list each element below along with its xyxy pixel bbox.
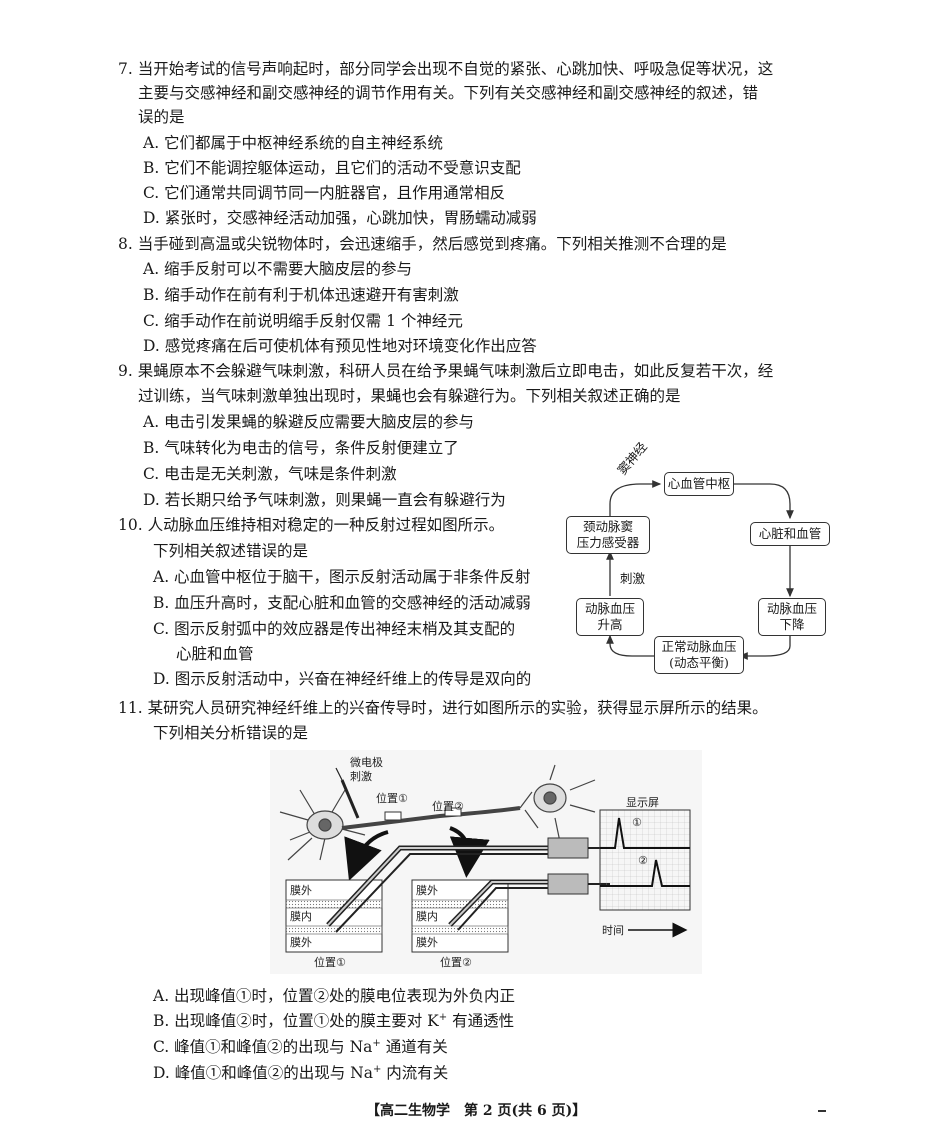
q9-stem-line-1: 9. 果蝇原本不会躲避气味刺激，科研人员在给予果蝇气味刺激后立即电击，如此反复若… bbox=[118, 362, 774, 380]
label-block1-outer-bottom: 膜外 bbox=[290, 936, 312, 949]
q7-option-b: B. 它们不能调控躯体运动，且它们的活动不受意识支配 bbox=[143, 159, 521, 177]
q11-option-c-text: C. 峰值①和峰值②的出现与 Na bbox=[153, 1038, 373, 1056]
label-peak-2: ② bbox=[638, 854, 648, 867]
q8-option-d: D. 感觉疼痛在后可使机体有预见性地对环境变化作出应答 bbox=[143, 337, 537, 355]
label-screen: 显示屏 bbox=[626, 796, 659, 809]
box-normal-pressure: 正常动脉血压 (动态平衡) bbox=[654, 636, 744, 674]
q10-option-d: D. 图示反射活动中，兴奋在神经纤维上的传导是双向的 bbox=[153, 670, 532, 688]
box-normal-pressure-line-1: 正常动脉血压 bbox=[661, 639, 737, 654]
electrode-needle bbox=[340, 779, 360, 819]
q9-option-c: C. 电击是无关刺激，气味是条件刺激 bbox=[143, 465, 397, 483]
label-electrode: 微电极 bbox=[350, 755, 383, 769]
q7-option-a: A. 它们都属于中枢神经系统的自主神经系统 bbox=[143, 134, 444, 152]
box-baroreceptor: 颈动脉窦 压力感受器 bbox=[566, 516, 650, 554]
neuron-left bbox=[279, 789, 366, 861]
q10-option-b: B. 血压升高时，支配心脏和血管的交感神经的活动减弱 bbox=[153, 594, 531, 612]
q8-option-b: B. 缩手动作在前有利于机体迅速避开有害刺激 bbox=[143, 286, 459, 304]
q11-option-c-sup: + bbox=[372, 1038, 381, 1049]
q9-option-b: B. 气味转化为电击的信号，条件反射便建立了 bbox=[143, 439, 459, 457]
q7-option-c: C. 它们通常共同调节同一内脏器官，且作用通常相反 bbox=[143, 184, 506, 202]
q11-option-c-tail: 通道有关 bbox=[380, 1038, 448, 1056]
box-pressure-drop: 动脉血压 下降 bbox=[758, 598, 826, 636]
q11-stem-line-2: 下列相关分析错误的是 bbox=[153, 724, 309, 742]
box-pressure-drop-line-2: 下降 bbox=[779, 617, 805, 632]
reflex-diagram-arrows bbox=[606, 480, 794, 660]
experiment-figure: 微电极 刺激 位置① 位置② 显示屏 ① ② 时间 膜外 膜内 膜外 膜外 膜内… bbox=[270, 750, 702, 974]
q11-option-d-tail: 内流有关 bbox=[381, 1064, 449, 1082]
q10-stem-line-2: 下列相关叙述错误的是 bbox=[153, 542, 309, 560]
q8-stem-line-1: 8. 当手碰到高温或尖锐物体时，会迅速缩手，然后感觉到疼痛。下列相关推测不合理的… bbox=[118, 235, 727, 253]
box-pressure-rise-line-1: 动脉血压 bbox=[584, 601, 635, 616]
q8-option-c: C. 缩手动作在前说明缩手反射仅需 1 个神经元 bbox=[143, 312, 463, 330]
q9-option-a: A. 电击引发果蝇的躲避反应需要大脑皮层的参与 bbox=[143, 413, 475, 431]
box-cardiovascular-center: 心血管中枢 bbox=[664, 472, 734, 496]
box-baroreceptor-line-2: 压力感受器 bbox=[576, 535, 640, 550]
q9-stem-line-2: 过训练，当气味刺激单独出现时，果蝇也会有躲避行为。下列相关叙述正确的是 bbox=[138, 387, 681, 405]
label-block2-outer-top: 膜外 bbox=[416, 884, 438, 897]
box-baroreceptor-line-1: 颈动脉窦 bbox=[582, 519, 633, 534]
q10-option-c-cont: 心脏和血管 bbox=[176, 645, 254, 663]
q7-stem-line-1: 7. 当开始考试的信号声响起时，部分同学会出现不自觉的紧张、心跳加快、呼吸急促等… bbox=[118, 60, 774, 78]
position-1-marker bbox=[384, 811, 402, 821]
q11-option-d-sup: + bbox=[372, 1064, 382, 1075]
box-normal-pressure-line-2: (动态平衡) bbox=[669, 655, 729, 670]
q7-stem-line-3: 误的是 bbox=[138, 108, 185, 126]
q10-option-a: A. 心血管中枢位于脑干，图示反射活动属于非条件反射 bbox=[153, 568, 531, 586]
q11-option-d-text: D. 峰值①和峰值②的出现与 Na bbox=[153, 1064, 373, 1082]
label-stimulus: 刺激 bbox=[620, 571, 646, 586]
q11-option-b-sup: + bbox=[438, 1012, 448, 1023]
trace-1 bbox=[600, 817, 690, 849]
q11-option-c: C. 峰值①和峰值②的出现与 Na+ 通道有关 bbox=[153, 1036, 448, 1058]
experiment-figure-labels: 微电极 刺激 位置① 位置② 显示屏 ① ② 时间 膜外 膜内 膜外 膜外 膜内… bbox=[290, 755, 659, 969]
label-position-2: 位置② bbox=[432, 799, 464, 813]
box-pressure-rise: 动脉血压 升高 bbox=[576, 598, 644, 636]
page-footer: 【高二生物学 第 2 页(共 6 页)】 bbox=[366, 1103, 587, 1119]
q11-option-d: D. 峰值①和峰值②的出现与 Na+ 内流有关 bbox=[153, 1062, 448, 1084]
label-block1-caption: 位置① bbox=[314, 955, 346, 969]
trace-2 bbox=[600, 859, 690, 887]
q11-option-b-text: B. 出现峰值②时，位置①处的膜主要对 K bbox=[153, 1012, 439, 1030]
corner-mark bbox=[818, 1110, 826, 1112]
q8-option-a: A. 缩手反射可以不需要大脑皮层的参与 bbox=[143, 260, 413, 278]
label-time: 时间 bbox=[602, 924, 624, 937]
label-block2-inner: 膜内 bbox=[416, 909, 438, 923]
label-position-1: 位置① bbox=[376, 791, 408, 805]
q11-option-b: B. 出现峰值②时，位置①处的膜主要对 K+ 有通透性 bbox=[153, 1010, 514, 1032]
label-block2-outer-bottom: 膜外 bbox=[416, 936, 438, 949]
q10-option-c: C. 图示反射弧中的效应器是传出神经末梢及其支配的 bbox=[153, 620, 516, 638]
q11-option-a: A. 出现峰值①时，位置②处的膜电位表现为外负内正 bbox=[153, 987, 516, 1005]
q11-stem-line-1: 11. 某研究人员研究神经纤维上的兴奋传导时，进行如图所示的实验，获得显示屏所示… bbox=[118, 699, 768, 717]
box-heart-vessels: 心脏和血管 bbox=[750, 522, 830, 546]
label-block1-outer-top: 膜外 bbox=[290, 884, 312, 897]
q11-option-b-tail: 有通透性 bbox=[447, 1012, 515, 1030]
label-peak-1: ① bbox=[632, 816, 642, 829]
label-block2-caption: 位置② bbox=[440, 955, 472, 969]
position-2-marker bbox=[444, 807, 462, 817]
experiment-figure-art bbox=[279, 764, 691, 953]
display-screen bbox=[599, 809, 691, 911]
box-pressure-drop-line-1: 动脉血压 bbox=[766, 601, 817, 616]
axon bbox=[341, 806, 521, 830]
label-block1-inner: 膜内 bbox=[290, 909, 312, 923]
q7-stem-line-2: 主要与交感神经和副交感神经的调节作用有关。下列有关交感神经和副交感神经的叙述，错 bbox=[138, 84, 759, 102]
q10-stem-line-1: 10. 人动脉血压维持相对稳定的一种反射过程如图所示。 bbox=[118, 516, 505, 534]
neuron-right bbox=[519, 764, 596, 843]
q9-option-d: D. 若长期只给予气味刺激，则果蝇一直会有躲避行为 bbox=[143, 491, 506, 509]
box-pressure-rise-line-2: 升高 bbox=[597, 617, 623, 632]
q7-option-d: D. 紧张时，交感神经活动加强，心跳加快，胃肠蠕动减弱 bbox=[143, 209, 537, 227]
reflex-diagram: 心血管中枢 心脏和血管 动脉血压 下降 正常动脉血压 (动态平衡) 动脉血压 升… bbox=[560, 439, 850, 680]
label-stimulus-11: 刺激 bbox=[350, 769, 372, 783]
